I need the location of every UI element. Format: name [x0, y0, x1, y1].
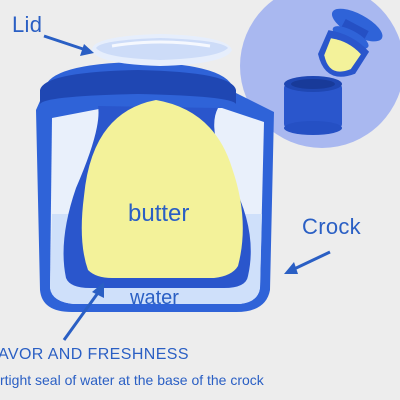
water-label: water	[130, 287, 179, 309]
crock-label: Crock	[302, 214, 361, 239]
caption-title: AVOR AND FRESHNESS	[0, 346, 189, 363]
lid-label: Lid	[12, 12, 43, 37]
lid-arrow-icon	[43, 34, 94, 56]
butter-label: butter	[128, 200, 190, 227]
water-arrow-icon	[62, 282, 104, 341]
crock-body	[36, 62, 274, 312]
lid	[92, 34, 232, 66]
crock-arrow-icon	[284, 250, 331, 274]
crock-open-illustration	[240, 0, 400, 148]
caption-body: rtight seal of water at the base of the …	[0, 372, 264, 388]
